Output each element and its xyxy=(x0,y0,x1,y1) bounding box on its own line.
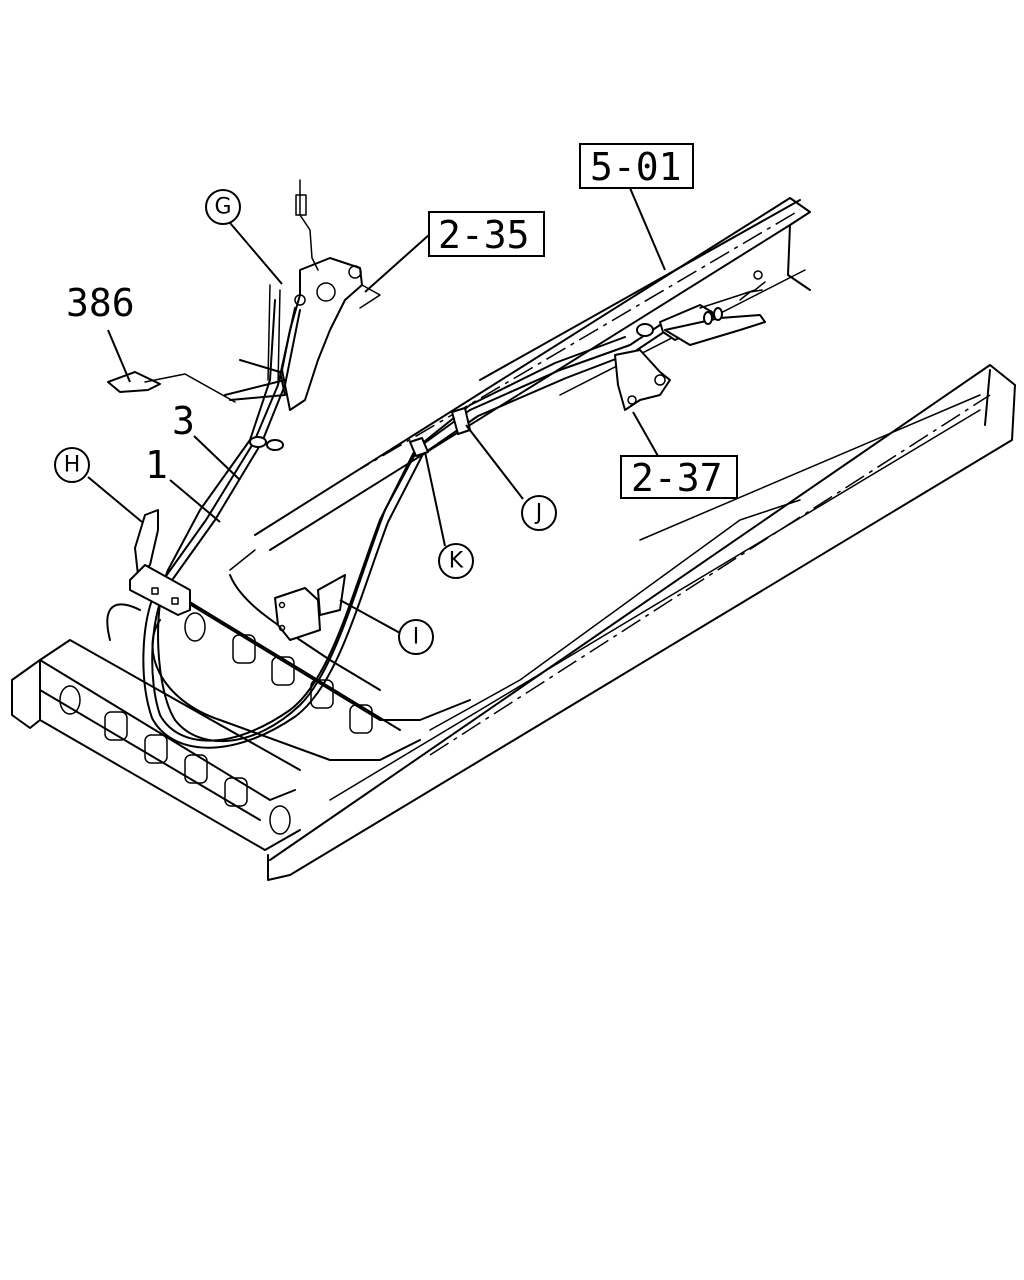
equalizer-assembly xyxy=(614,270,766,411)
view-callout-k: K xyxy=(438,543,474,579)
view-g-label: G xyxy=(214,195,231,220)
view-k-label: K xyxy=(449,549,464,574)
leader-lines xyxy=(87,187,666,634)
near-side-rail xyxy=(267,364,1016,881)
ref-callout-5-01[interactable]: 5-01 xyxy=(579,143,694,189)
view-i-label: I xyxy=(413,625,420,650)
view-j-label: J xyxy=(534,501,543,526)
far-side-rail xyxy=(229,197,811,571)
ref-2-35-label: 2-35 xyxy=(438,213,530,257)
ref-2-37-label: 2-37 xyxy=(631,456,723,500)
cable-bracket-h xyxy=(129,509,191,616)
ref-5-01-label: 5-01 xyxy=(590,145,682,189)
view-callout-g: G xyxy=(205,189,241,225)
cable-clamps xyxy=(249,407,471,641)
part-number-386: 386 xyxy=(66,281,135,325)
ref-callout-2-35[interactable]: 2-35 xyxy=(428,211,545,257)
view-callout-j: J xyxy=(521,495,557,531)
lever-bracket xyxy=(107,179,381,411)
view-h-label: H xyxy=(64,453,81,478)
brake-cable-1 xyxy=(142,307,665,749)
view-callout-h: H xyxy=(54,447,90,483)
part-number-1: 1 xyxy=(145,443,168,487)
ref-callout-2-37[interactable]: 2-37 xyxy=(620,455,738,500)
part-number-3: 3 xyxy=(172,399,195,443)
chassis-frame xyxy=(11,197,1016,881)
view-callout-i: I xyxy=(398,619,434,655)
brake-cable-3 xyxy=(157,299,626,743)
